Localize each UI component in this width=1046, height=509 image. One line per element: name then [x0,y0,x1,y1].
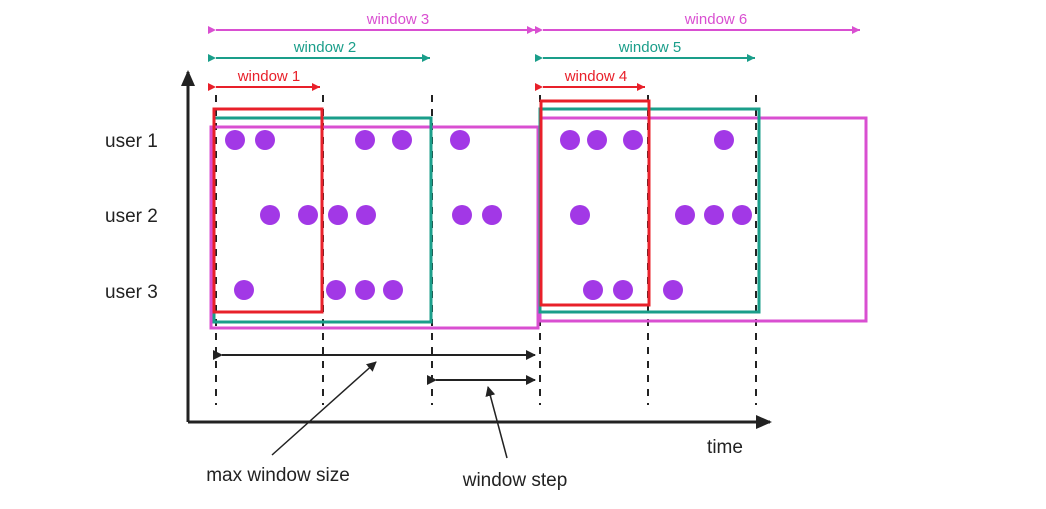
window-1-box [212,107,324,314]
window-3-label: window 3 [366,11,430,28]
event-dot [704,205,724,225]
event-dot [675,205,695,225]
window-3-box [209,125,540,330]
window-step-pointer [485,386,508,459]
window-6-label: window 6 [684,11,748,28]
window-4-label: window 4 [564,68,628,85]
event-dot [613,280,633,300]
event-dot [714,130,734,150]
event-dot [623,130,643,150]
event-dot [587,130,607,150]
event-dot [663,280,683,300]
event-dot [450,130,470,150]
max-window-size-label: max window size [206,465,350,486]
window-5-label: window 5 [618,39,682,56]
event-dot [732,205,752,225]
event-dot [225,130,245,150]
event-dot [328,205,348,225]
window-2-label: window 2 [293,39,357,56]
event-dot [452,205,472,225]
event-dot [570,205,590,225]
event-dot [583,280,603,300]
event-dot [356,205,376,225]
events-user-2 [260,205,752,225]
event-dot [392,130,412,150]
event-dot [298,205,318,225]
event-dot [482,205,502,225]
row-label-user-3: user 3 [105,282,158,303]
event-dot [260,205,280,225]
event-dot [326,280,346,300]
x-axis-label: time [707,437,743,458]
window-4-box [539,99,651,307]
window-1-label: window 1 [237,68,301,85]
row-label-user-2: user 2 [105,206,158,227]
event-dot [355,280,375,300]
time-step-lines [215,95,757,405]
window-step-label: window step [462,470,568,491]
events-user-1 [225,130,734,150]
event-dot [234,280,254,300]
events-user-3 [234,280,683,300]
event-dot [383,280,403,300]
max-window-size-pointer [271,361,377,456]
event-dot [255,130,275,150]
row-label-user-1: user 1 [105,131,158,152]
event-dot [560,130,580,150]
event-dot [355,130,375,150]
